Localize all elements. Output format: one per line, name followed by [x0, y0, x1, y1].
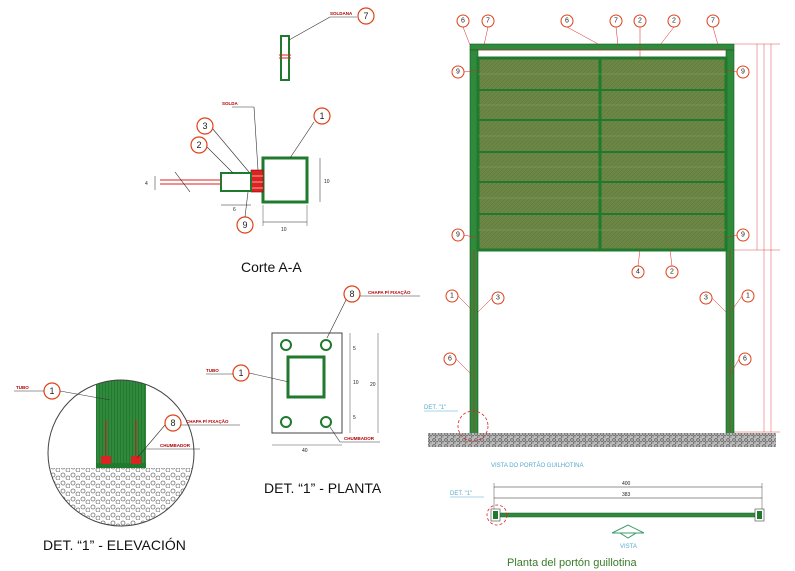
square-tube-section [261, 156, 309, 204]
dim-383: 383 [622, 492, 631, 498]
det1-callout-plan: DET. "1" [450, 491, 472, 497]
svg-text:6: 6 [743, 356, 747, 363]
det-planta-title: DET. “1” - PLANTA [264, 480, 382, 496]
dim-10-horizontal: 10 [281, 227, 287, 233]
svg-text:1: 1 [746, 293, 750, 300]
det-elevacion-title: DET. “1” - ELEVACIÓN [43, 537, 186, 553]
top-beam [469, 43, 735, 51]
balloon-1: 1 [313, 107, 331, 125]
dim-plate-40: 40 [302, 448, 308, 454]
small-tube-section [220, 172, 252, 192]
tube-in-plate [286, 355, 326, 399]
corte-a-a-section: SOLDANA 7 SOLDA 3 2 [145, 7, 375, 275]
tubo-label-planta: TUBO [206, 368, 219, 373]
svg-text:3: 3 [496, 295, 500, 302]
svg-text:9: 9 [741, 232, 745, 239]
chumbador-label-planta: CHUMBADOR [344, 436, 375, 441]
tubo-label-elevacion: TUBO [16, 385, 29, 390]
svg-text:8: 8 [349, 289, 354, 299]
planta-porton-title: Planta del portón guillotina [507, 557, 638, 569]
balloon-8-elevacion: 8 [164, 414, 182, 432]
svg-text:6: 6 [565, 18, 569, 25]
top-balloons: 6 7 6 7 2 2 7 [456, 14, 720, 28]
dim-plate-5a: 5 [353, 346, 356, 352]
solder-block [250, 169, 264, 193]
svg-text:9: 9 [242, 220, 247, 230]
svg-text:2: 2 [638, 18, 642, 25]
svg-text:1: 1 [238, 368, 243, 378]
vista-porton-title: VISTA DO PORTÃO GUILHOTINA [491, 462, 583, 469]
dim-4: 4 [145, 181, 148, 187]
det1-elevacion: 1 TUBO 8 CHAPA P/ FIXAÇÃO CHUMBADOR DET.… [14, 379, 240, 553]
svg-text:1: 1 [319, 111, 324, 121]
svg-text:9: 9 [456, 232, 460, 239]
gate-panel [476, 56, 728, 252]
solda-label: SOLDA [222, 101, 239, 106]
svg-text:1: 1 [450, 293, 454, 300]
svg-text:7: 7 [486, 18, 490, 25]
svg-text:1: 1 [49, 386, 54, 396]
dim-6: 6 [233, 207, 236, 213]
plan-gate-bar [495, 512, 761, 518]
ground-gravel [428, 433, 776, 447]
corte-title: Corte A-A [241, 259, 302, 275]
svg-text:2: 2 [670, 269, 674, 276]
dim-400: 400 [622, 481, 631, 487]
svg-text:2: 2 [196, 140, 201, 150]
chapa-fixacao-label: CHAPA P/ FIXAÇÃO [368, 289, 411, 295]
vista-arrow-icon [611, 524, 645, 539]
dim-plate-10: 10 [353, 380, 359, 386]
chumbador-label-elevacion: CHUMBADOR [160, 443, 191, 448]
svg-text:3: 3 [704, 295, 708, 302]
balloon-1-planta: 1 [232, 364, 250, 382]
small-tube-detail: SOLDANA [279, 11, 357, 81]
det1-planta: 8 CHAPA P/ FIXAÇÃO 1 TUBO CHUMBADOR 5 10… [206, 285, 420, 496]
chapa-fixacao-label-elevacion: CHAPA P/ FIXAÇÃO [186, 418, 229, 424]
balloon-8-planta: 8 [343, 285, 361, 303]
det1-callout-elevation: DET. "1" [424, 405, 446, 411]
balloon-2: 2 [190, 136, 208, 154]
svg-text:9: 9 [456, 69, 460, 76]
svg-text:7: 7 [614, 18, 618, 25]
svg-text:3: 3 [202, 121, 207, 131]
panel-bars [478, 89, 726, 215]
svg-text:7: 7 [711, 18, 715, 25]
planta-porton: 400 383 DET. "1" VISTA Planta del portón… [450, 481, 765, 569]
svg-text:6: 6 [461, 18, 465, 25]
dim-10-vertical: 10 [324, 179, 330, 185]
svg-text:7: 7 [363, 11, 368, 21]
balloon-1-elevacion: 1 [43, 382, 61, 400]
balloon-7: 7 [357, 7, 375, 25]
vista-label: VISTA [620, 544, 637, 550]
balloon-3: 3 [196, 117, 214, 135]
dim-plate-5b: 5 [353, 415, 356, 421]
svg-text:8: 8 [170, 418, 175, 428]
svg-text:4: 4 [636, 269, 640, 276]
dim-plate-20: 20 [370, 382, 376, 388]
svg-text:6: 6 [448, 356, 452, 363]
soldana-label: SOLDANA [330, 11, 353, 16]
svg-text:2: 2 [672, 18, 676, 25]
balloon-9: 9 [236, 216, 254, 234]
vista-porton-elevation: DET. "1" 6 7 6 7 2 2 7 [424, 14, 780, 469]
svg-text:9: 9 [741, 69, 745, 76]
